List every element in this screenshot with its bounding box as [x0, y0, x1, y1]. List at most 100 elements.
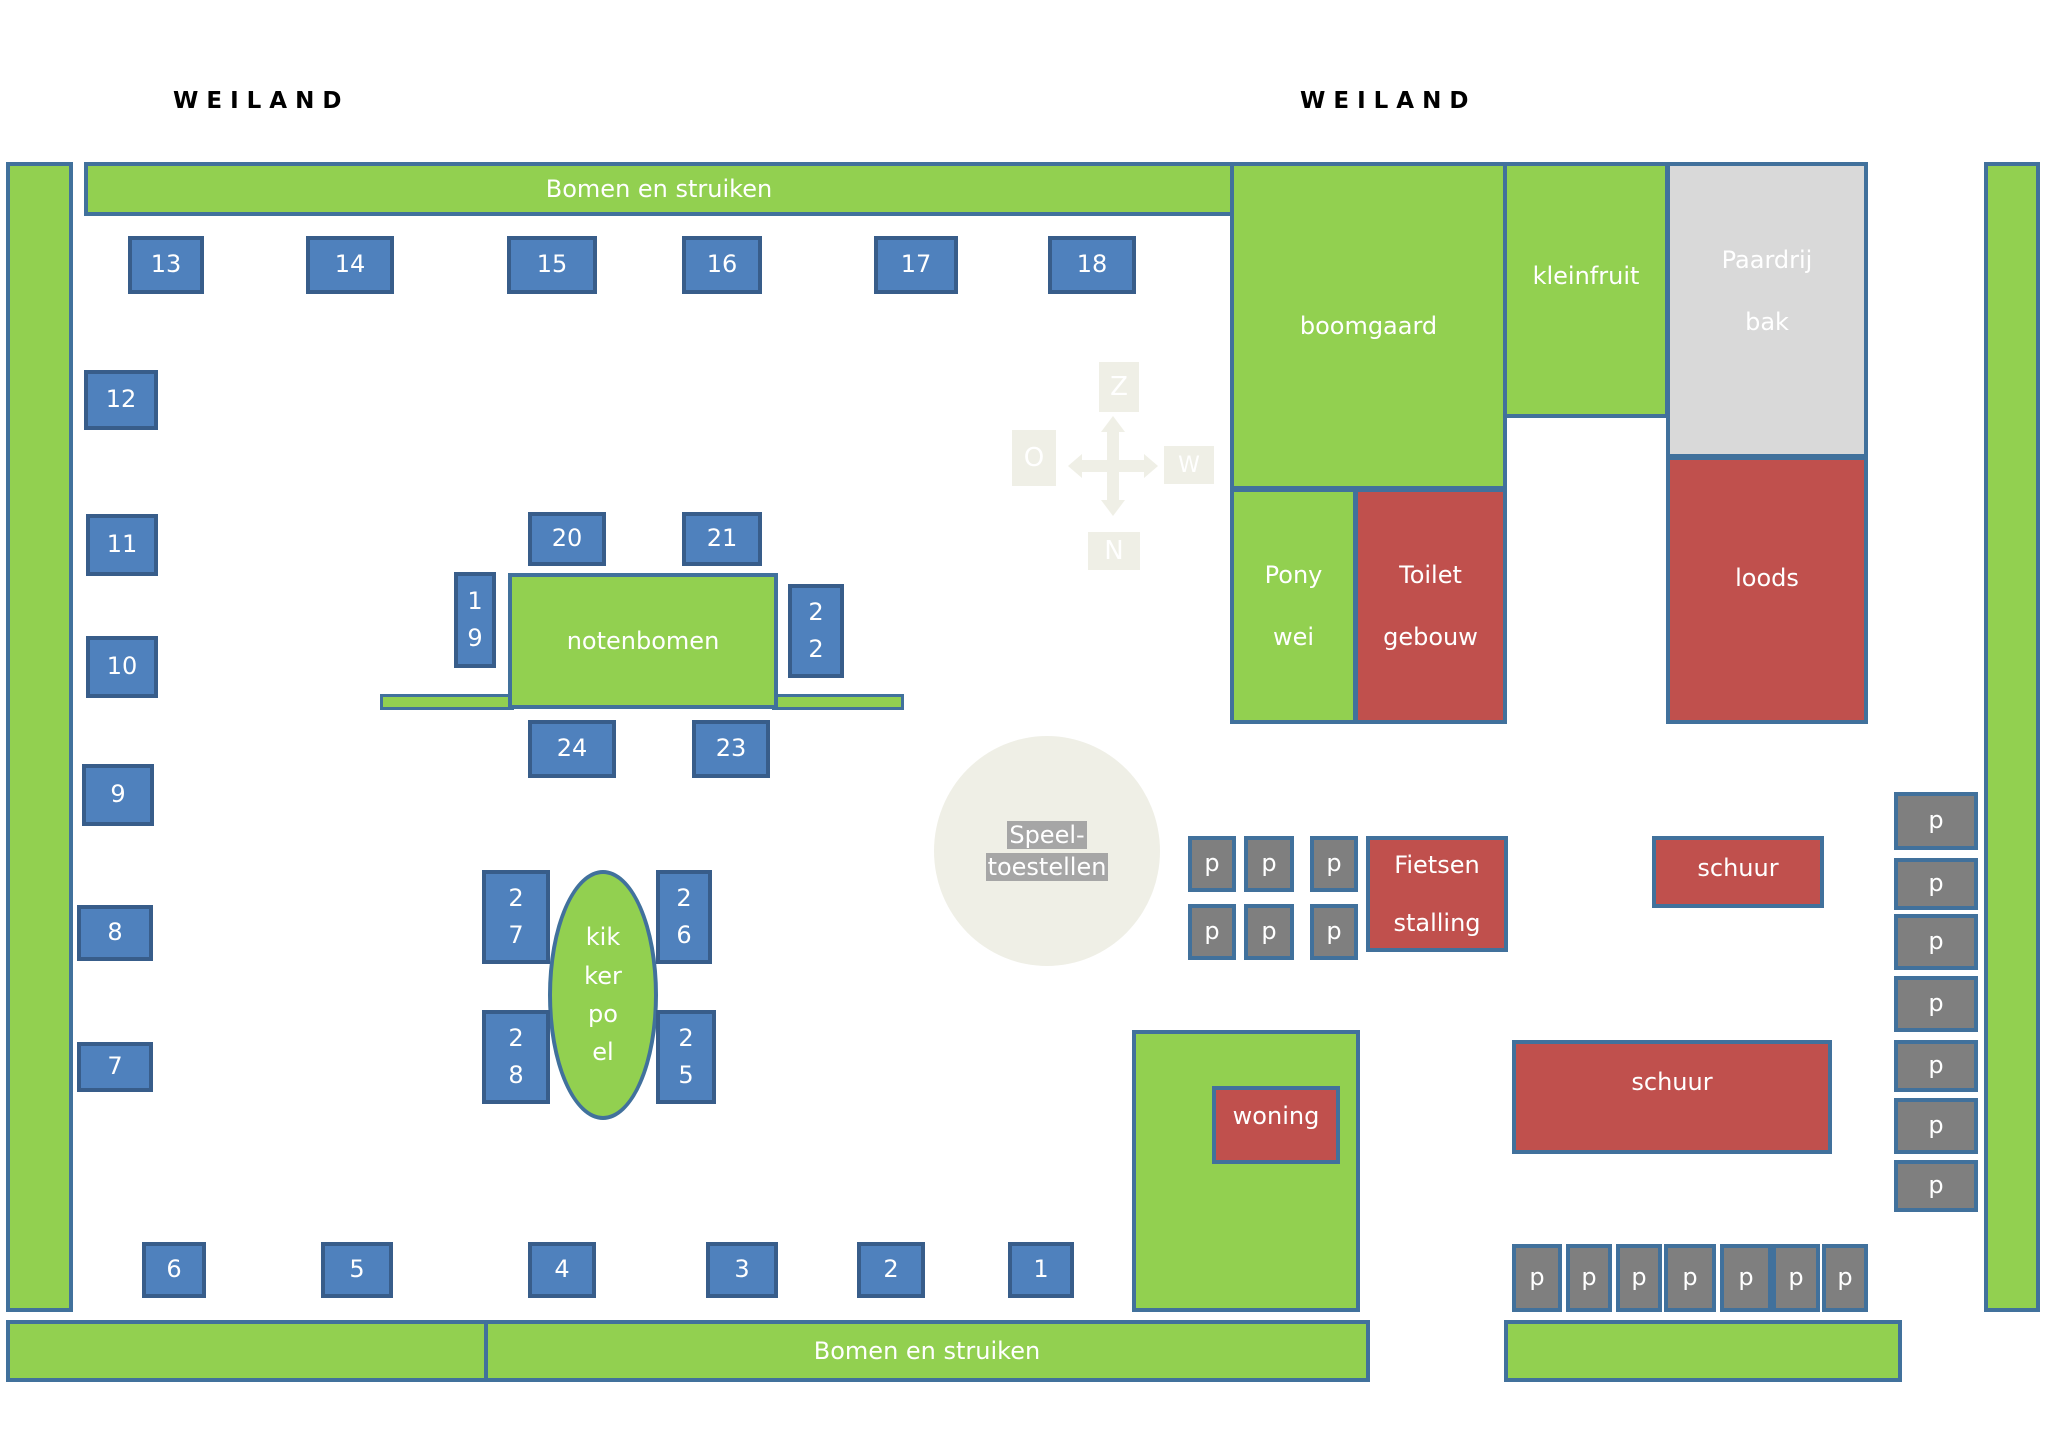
plot-9: 9	[82, 764, 154, 826]
kikkerpoel-label-2: ker	[584, 961, 622, 990]
plot-label: 21	[706, 524, 738, 553]
plot-3: 3	[706, 1242, 778, 1298]
schuur-small: schuur	[1652, 836, 1824, 908]
boomgaard-label: boomgaard	[1299, 312, 1438, 340]
compass-z: Z	[1110, 372, 1128, 402]
parking-spot: p	[1894, 976, 1978, 1032]
trees-bottom: Bomen en struiken	[484, 1320, 1370, 1382]
parking-label: p	[1261, 849, 1277, 878]
plot-label: 7	[107, 1052, 123, 1081]
plot-label: 8	[508, 1061, 524, 1089]
plot-label: 3	[734, 1255, 750, 1284]
parking-spot: p	[1188, 904, 1236, 960]
plot-label: 18	[1076, 250, 1108, 279]
parking-label: p	[1581, 1263, 1597, 1292]
kikkerpoel-label-1: kik	[585, 923, 621, 952]
kleinfruit: kleinfruit	[1503, 162, 1669, 418]
parking-spot: p	[1894, 1040, 1978, 1092]
plot-label: 9	[467, 624, 483, 652]
parking-spot: p	[1244, 836, 1294, 892]
plot-label: 6	[166, 1255, 182, 1284]
plot-20: 20	[528, 512, 606, 566]
fietsenstalling: Fietsen stalling	[1366, 836, 1508, 952]
plot-6: 6	[142, 1242, 206, 1298]
parking-spot: p	[1310, 904, 1358, 960]
fietsen-label-2: stalling	[1393, 909, 1481, 937]
parking-spot: p	[1616, 1244, 1662, 1312]
plot-label: 11	[106, 530, 138, 559]
speel-label-1: Speel-	[1007, 821, 1087, 849]
fietsen-label-1: Fietsen	[1394, 851, 1480, 879]
parking-label: p	[1928, 927, 1944, 956]
plot-label: 13	[150, 250, 182, 279]
plot-label: 14	[334, 250, 366, 279]
parking-spot: p	[1310, 836, 1358, 892]
notenbomen: notenbomen	[508, 573, 778, 709]
plot-24: 24	[528, 720, 616, 778]
compass-o: O	[1023, 443, 1045, 473]
parking-label: p	[1326, 849, 1342, 878]
parking-label: p	[1682, 1263, 1698, 1292]
plot-label: 2	[678, 1023, 694, 1052]
ponywei-label-2: wei	[1272, 623, 1315, 651]
parking-label: p	[1738, 1263, 1754, 1292]
plot-10: 10	[86, 636, 158, 698]
plot-label: 12	[105, 385, 137, 414]
woning: woning	[1212, 1086, 1340, 1164]
parking-label: p	[1631, 1263, 1647, 1292]
heading-weiland-right: WEILAND	[1300, 88, 1477, 114]
parking-spot: p	[1772, 1244, 1820, 1312]
trees-top: Bomen en struiken	[84, 162, 1234, 216]
plot-15: 15	[507, 236, 597, 294]
parking-spot: p	[1822, 1244, 1868, 1312]
toilet-building: Toilet gebouw	[1354, 488, 1507, 724]
notenbomen-bar-right	[772, 694, 904, 710]
notenbomen-label: notenbomen	[566, 627, 720, 655]
parking-spot: p	[1720, 1244, 1772, 1312]
parking-spot: p	[1566, 1244, 1612, 1312]
parking-spot: p	[1894, 1098, 1978, 1154]
parking-label: p	[1261, 917, 1277, 946]
plot-16: 16	[682, 236, 762, 294]
plot-14: 14	[306, 236, 394, 294]
loods: loods	[1666, 456, 1868, 724]
kleinfruit-label: kleinfruit	[1532, 262, 1640, 290]
loods-label: loods	[1735, 564, 1799, 592]
hedge-left	[6, 162, 73, 1312]
kikkerpoel-label-4: el	[592, 1038, 614, 1067]
plot-label: 2	[676, 883, 692, 912]
compass-w: W	[1178, 452, 1200, 478]
parking-label: p	[1204, 917, 1220, 946]
parking-label: p	[1928, 1171, 1944, 1200]
parking-label: p	[1928, 806, 1944, 835]
speel-label-2: toestellen	[985, 853, 1109, 881]
plot-label: 15	[536, 250, 568, 279]
hedge-right	[1984, 162, 2040, 1312]
plot-label: 20	[551, 524, 583, 553]
woning-garden	[1132, 1030, 1360, 1312]
parking-label: p	[1928, 989, 1944, 1018]
parking-spot: p	[1664, 1244, 1716, 1312]
compass-label-z: Z	[1099, 362, 1139, 412]
speeltoestellen: Speel- toestellen	[934, 736, 1160, 966]
trees-bottom-left	[6, 1320, 488, 1382]
compass-n: N	[1104, 536, 1124, 566]
schuur-large: schuur	[1512, 1040, 1832, 1154]
plot-17: 17	[874, 236, 958, 294]
plot-label: 9	[110, 780, 126, 809]
paardrijbak-label-2: bak	[1745, 308, 1789, 336]
parking-spot: p	[1894, 792, 1978, 850]
plot-21: 21	[682, 512, 762, 566]
plot-label: 2	[808, 635, 824, 663]
paardrijbak: Paardrij bak	[1666, 162, 1868, 458]
plot-18: 18	[1048, 236, 1136, 294]
trees-top-label: Bomen en struiken	[545, 175, 773, 203]
plot-4: 4	[528, 1242, 596, 1298]
parking-spot: p	[1244, 904, 1294, 960]
kikkerpoel: kik ker po el	[548, 870, 658, 1120]
